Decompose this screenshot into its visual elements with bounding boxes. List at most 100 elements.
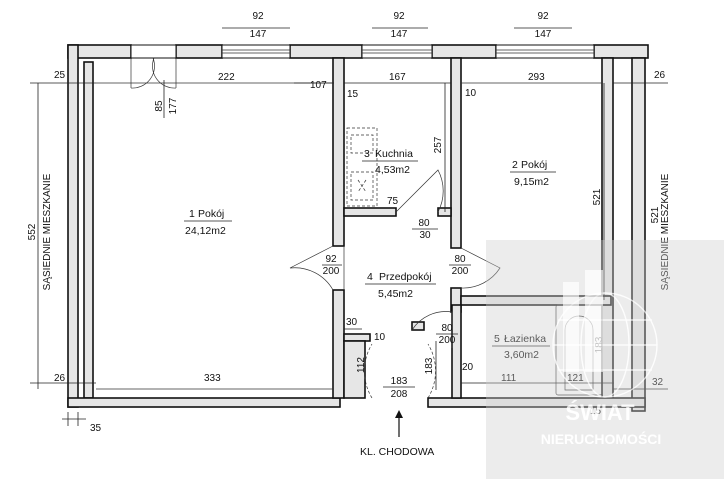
door-bath-height: 200 <box>439 335 456 346</box>
window-1-width: 92 <box>252 11 264 22</box>
wall-top-3 <box>289 44 363 59</box>
window-3: 92 147 <box>495 11 595 59</box>
window-3-width: 92 <box>537 11 549 22</box>
room-2-area: 9,15m2 <box>514 176 549 188</box>
door-entrance-width: 183 <box>391 376 408 387</box>
wall-kitchen-bottom <box>343 207 397 217</box>
room-3-area: 4,53m2 <box>375 164 410 176</box>
wall-bottom-right <box>427 397 646 408</box>
dim-15: 15 <box>347 89 359 100</box>
window-1: 92 147 <box>221 11 291 59</box>
room-4-label: 4 Przedpokój 5,45m2 <box>365 271 436 300</box>
dim-521-outer: 521 <box>650 206 661 223</box>
dim-521-inner: 521 <box>592 188 603 205</box>
wall-top-2 <box>175 44 223 59</box>
wall-left-outer <box>67 44 79 408</box>
dim-25: 25 <box>54 70 66 81</box>
room-2-number: 2 <box>512 159 518 171</box>
room-4-area: 5,45m2 <box>378 288 413 300</box>
room-5-area: 3,60m2 <box>504 349 539 361</box>
watermark-building-icon <box>563 270 603 372</box>
dim-257: 257 <box>433 136 444 153</box>
dim-222: 222 <box>218 72 235 83</box>
sink-icon <box>350 134 374 154</box>
floor-lines <box>96 82 602 390</box>
room-3-number: 3 <box>364 148 370 160</box>
room-5-number: 5 <box>494 333 500 345</box>
window-3-height: 147 <box>535 29 552 40</box>
room-2-label: 2 Pokój 9,15m2 <box>510 159 556 188</box>
stove-icon <box>350 171 374 201</box>
dim-121: 121 <box>567 373 584 384</box>
dim-107: 107 <box>310 80 327 91</box>
watermark-line2: NIERUCHOMOŚCI <box>541 430 662 447</box>
door-entrance-swing-right <box>427 343 436 399</box>
dim-293: 293 <box>528 72 545 83</box>
window-1-height: 147 <box>250 29 267 40</box>
wall-hall-stub <box>343 333 371 342</box>
door-entrance-height: 208 <box>391 389 408 400</box>
wall-right-outer <box>631 57 646 412</box>
window-frame <box>221 44 291 59</box>
wall-partition-1-lower <box>332 289 345 399</box>
dim-333: 333 <box>204 373 221 384</box>
kitchen-counter <box>346 127 378 207</box>
wall-hall-left-lower <box>343 340 366 399</box>
room-5-label: 5 Łazienka 3,60m2 <box>492 333 550 361</box>
room-1-label: 1 Pokój 24,12m2 <box>184 208 232 237</box>
dim-111: 111 <box>501 373 517 384</box>
watermark: ŚWIAT NIERUCHOMOŚCI <box>486 240 724 479</box>
dim-15-bottom: 15 <box>590 406 602 417</box>
room-labels: 1 Pokój 24,12m2 2 Pokój 9,15m2 3 Kuchnia… <box>184 148 556 361</box>
watermark-line1: ŚWIAT <box>565 400 635 425</box>
dim-30: 30 <box>346 317 358 328</box>
door-kitchen-width: 80 <box>418 218 430 229</box>
dim-26-right: 26 <box>654 70 666 81</box>
dim-20: 20 <box>462 362 474 373</box>
windows: 92 147 92 147 92 147 <box>221 11 595 59</box>
dimensions: 25 222 107 167 293 26 15 10 257 521 521 … <box>27 70 668 434</box>
balcony-door-width: 85 <box>154 100 165 112</box>
room-1-number: 1 <box>189 208 195 220</box>
wall-left-inner <box>83 61 94 399</box>
window-2-width: 92 <box>393 11 405 22</box>
dim-167: 167 <box>389 72 406 83</box>
window-2: 92 147 <box>361 11 433 59</box>
wall-bath-left <box>451 304 462 399</box>
dim-10-top: 10 <box>465 88 477 99</box>
walls <box>67 44 649 412</box>
room-2-name: Pokój <box>521 159 547 171</box>
door-room2-swing <box>460 247 501 289</box>
entrance-arrow-icon <box>395 410 403 437</box>
doors: 92 200 80 200 80 30 80 200 183 208 <box>289 169 501 400</box>
door-room2-height: 200 <box>452 266 469 277</box>
door-kitchen-height: 30 <box>419 230 431 241</box>
door-room2-width: 80 <box>454 254 466 265</box>
door-room1-height: 200 <box>323 266 340 277</box>
neighbor-right-label: SĄSIEDNIE MIESZKANIE <box>660 173 671 290</box>
wall-partition-2-upper <box>450 57 462 249</box>
stairwell-label: KL. CHODOWA <box>360 446 434 458</box>
dim-552: 552 <box>27 223 38 240</box>
dim-183-left: 183 <box>424 357 435 374</box>
door-kitchen-swing <box>395 169 444 213</box>
wall-top-5 <box>593 44 649 59</box>
room-3-name: Kuchnia <box>375 148 413 160</box>
door-bath-width: 80 <box>441 323 453 334</box>
wall-bath-top <box>460 295 612 306</box>
window-2-height: 147 <box>391 29 408 40</box>
door-room1-width: 92 <box>325 254 337 265</box>
room-5-name: Łazienka <box>504 333 546 345</box>
door-room1-swing <box>289 245 334 291</box>
wall-top-4 <box>431 44 497 59</box>
dim-26-left: 26 <box>54 373 66 384</box>
door-bath-swing <box>411 311 453 348</box>
door-entrance-swing-left <box>364 343 373 399</box>
window-frame <box>361 44 433 59</box>
dim-112: 112 <box>356 357 367 373</box>
kitchen-fixtures <box>346 127 378 207</box>
balcony-door-height: 177 <box>168 97 179 114</box>
dim-32: 32 <box>652 377 664 388</box>
